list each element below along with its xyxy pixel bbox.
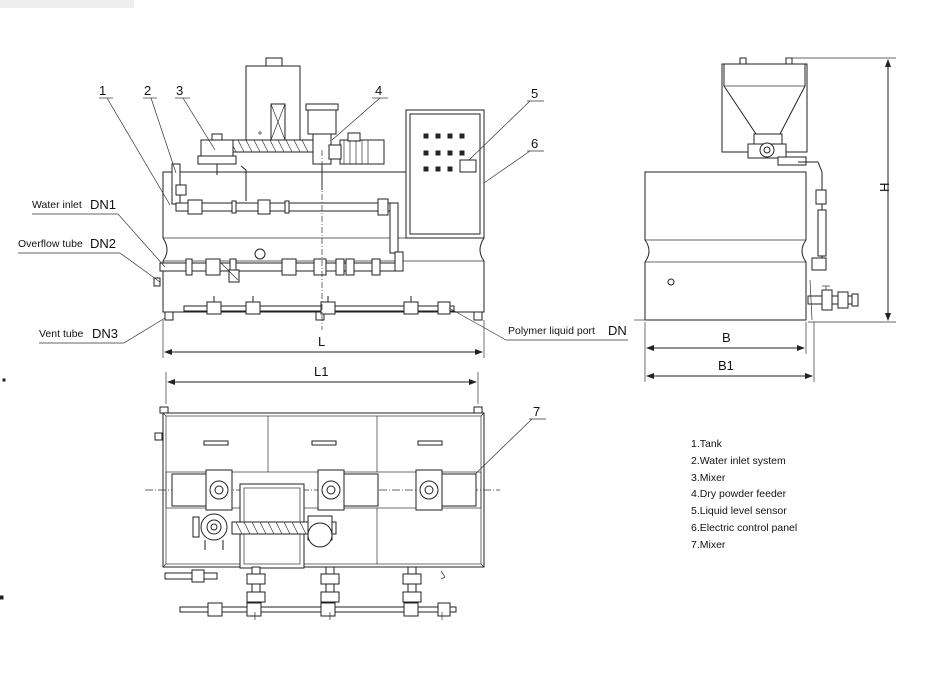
- dry-powder-feeder: [225, 57, 317, 153]
- vent-tube-size: DN3: [92, 326, 118, 341]
- top-pipes: [164, 566, 457, 620]
- callout-6: 6: [531, 136, 538, 151]
- overflow-tube-label: Overflow tube: [18, 238, 83, 250]
- overflow-piping: [153, 248, 404, 287]
- callout-5: 5: [531, 86, 538, 101]
- dimension-h-label: H: [877, 183, 892, 192]
- top-edge-strip: [0, 0, 134, 8]
- callout-1: 1: [99, 83, 106, 98]
- mixer-front-left: [197, 133, 237, 175]
- dimension-l-label: L: [318, 334, 325, 349]
- dimension-l: L: [162, 320, 485, 358]
- front-view: L: [153, 57, 485, 358]
- vent-tube-label: Vent tube: [39, 328, 84, 340]
- mixer-front-right: [305, 103, 385, 190]
- polymer-port-label: Polymer liquid port: [508, 325, 595, 337]
- water-inlet-label: Water inlet: [32, 199, 82, 211]
- legend-item-mixer: 3.Mixer: [691, 471, 726, 484]
- callout-7: 7: [533, 404, 540, 419]
- port-labels: Water inlet DN1 Overflow tube DN2 Vent t…: [18, 197, 628, 344]
- legend-item-liquid-level-sensor: 5.Liquid level sensor: [691, 505, 787, 518]
- dimension-l1-label: L1: [314, 364, 328, 379]
- vent-piping: [183, 296, 455, 315]
- callouts: 1 2 3 4 5 6 7: [99, 83, 546, 482]
- dimension-b1-label: B1: [718, 358, 734, 373]
- top-feeder: [192, 483, 337, 569]
- side-tank-body: [644, 171, 807, 321]
- top-view: L1: [0, 364, 500, 620]
- legend-item-mixer-2: 7.Mixer: [691, 538, 726, 551]
- callout-4: 4: [375, 83, 382, 98]
- polymer-port-size: DN: [608, 323, 627, 338]
- tank-body: [162, 171, 485, 313]
- water-inlet-size: DN1: [90, 197, 116, 212]
- legend-item-dry-powder-feeder: 4.Dry powder feeder: [691, 488, 787, 501]
- callout-3: 3: [176, 83, 183, 98]
- legend-item-tank: 1.Tank: [691, 438, 722, 450]
- overflow-tube-size: DN2: [90, 236, 116, 251]
- legend-item-electric-control-panel: 6.Electric control panel: [691, 521, 798, 534]
- side-view: B B1 H: [634, 57, 896, 382]
- top-mixers: [171, 469, 477, 511]
- legend-list: 1.Tank 2.Water inlet system 3.Mixer 4.Dr…: [691, 436, 797, 554]
- legend-item-water-inlet-system: 2.Water inlet system: [691, 454, 786, 467]
- dimension-b-label: B: [722, 330, 731, 345]
- electric-control-panel: [405, 109, 485, 239]
- callout-2: 2: [144, 83, 151, 98]
- water-inlet-piping: [171, 163, 399, 254]
